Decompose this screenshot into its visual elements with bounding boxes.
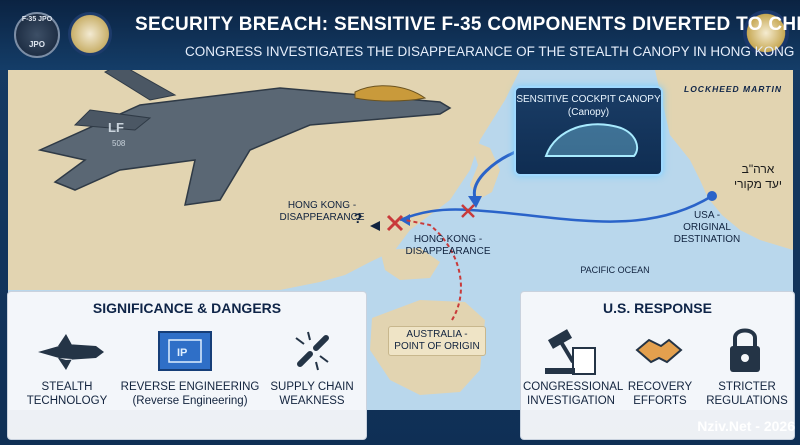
- usa-point: [707, 191, 717, 201]
- state-dept-seal-icon: [68, 12, 112, 56]
- jpo-seal-bottom-text: JPO: [28, 40, 45, 49]
- canopy-callout: SENSITIVE COCKPIT CANOPY (Canopy): [514, 86, 663, 176]
- tail-number: 508: [112, 139, 126, 148]
- route-blue-arrow: [400, 214, 410, 226]
- canopy-sublabel: (Canopy): [567, 107, 610, 118]
- jpo-seal-top-text: F-35 JPO: [21, 16, 53, 23]
- page-title: SECURITY BREACH: SENSITIVE F-35 COMPONEN…: [135, 14, 800, 35]
- significance-item-supply: SUPPLY CHAIN WEAKNESS: [270, 381, 354, 407]
- label-hong-kong-1: HONG KONG - DISAPPEARANCE: [279, 200, 365, 223]
- canopy-label: SENSITIVE COCKPIT CANOPY: [516, 94, 661, 105]
- north-america-land: [655, 70, 793, 250]
- islands-land: [380, 248, 440, 280]
- significance-panel: SIGNIFICANCE & DANGERS IP STEALTH TECHNO…: [7, 291, 367, 440]
- lockheed-martin-logo: LOCKHEED MARTIN: [684, 84, 782, 94]
- tail-code: LF: [108, 120, 124, 135]
- header-bar: [0, 0, 800, 70]
- canopy-arrow: [472, 148, 521, 199]
- page-subtitle: CONGRESS INVESTIGATES THE DISAPPEARANCE …: [185, 44, 795, 59]
- label-usa: USA - ORIGINAL DESTINATION: [673, 210, 741, 245]
- label-hong-kong-2: HONG KONG - DISAPPEARANCE: [405, 234, 491, 257]
- canopy-icon: [544, 123, 639, 157]
- footer-credit: Nziv.Net - 2026: [697, 418, 795, 434]
- significance-title: SIGNIFICANCE & DANGERS: [92, 300, 282, 316]
- response-panel: U.S. RESPONSE CONGRESSIONAL INVESTIGATIO…: [520, 291, 795, 440]
- jet-icon: [38, 334, 104, 370]
- significance-item-reverse: REVERSE ENGINEERING (Reverse Engineering…: [120, 381, 260, 407]
- label-pacific: PACIFIC OCEAN: [580, 265, 650, 275]
- label-australia: AUSTRALIA - POINT OF ORIGIN: [388, 326, 486, 356]
- canopy-arrowhead: [468, 196, 482, 208]
- gavel-icon: [545, 329, 596, 375]
- route-blue: [399, 194, 713, 223]
- blueprint-icon: IP: [158, 331, 212, 371]
- response-title: U.S. RESPONSE: [603, 300, 712, 316]
- lock-icon: [730, 328, 760, 372]
- question-mark: ?: [353, 210, 363, 226]
- f35-jet-illustration: LF 508: [37, 63, 452, 206]
- significance-item-stealth: STEALTH TECHNOLOGY: [26, 381, 108, 407]
- handshake-icon: [635, 338, 683, 364]
- jpo-seal: F-35 JPO JPO: [14, 12, 60, 58]
- x-mark-1: [386, 214, 404, 232]
- x-mark-2: [461, 204, 475, 218]
- question-arrow: [370, 221, 380, 231]
- broken-chain-icon: [295, 331, 329, 371]
- congress-seal-icon: [743, 10, 789, 56]
- svg-text:IP: IP: [177, 347, 187, 359]
- response-item-investigation: CONGRESSIONAL INVESTIGATION: [523, 381, 624, 407]
- response-item-recovery: RECOVERY EFFORTS: [627, 381, 693, 407]
- label-hebrew: ארה"ב יעד מקורי: [734, 162, 782, 191]
- response-item-regulations: STRICTER REGULATIONS: [706, 381, 788, 407]
